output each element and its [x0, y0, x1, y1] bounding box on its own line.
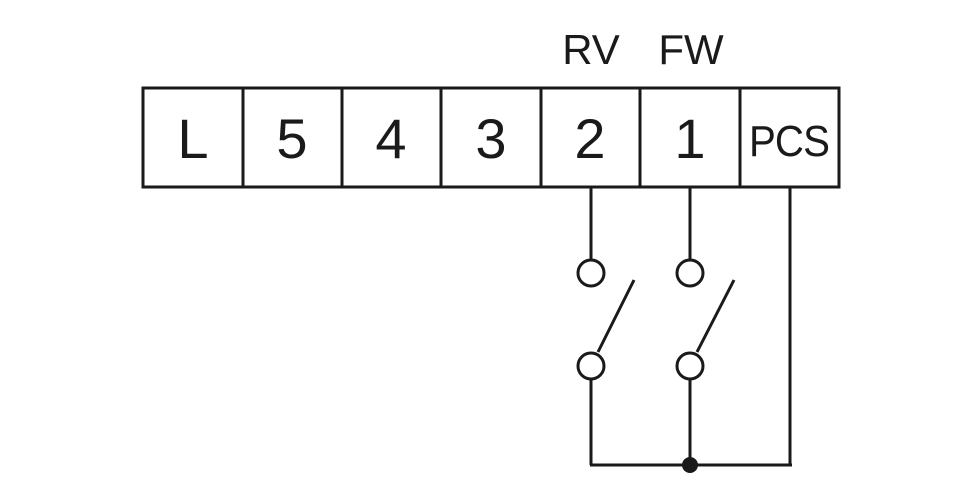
- terminal-label-pcs: PCS: [749, 117, 829, 166]
- terminal-block: L 5 4 3 2 1 PCS: [141, 86, 841, 189]
- terminal-label-l: L: [177, 107, 208, 170]
- terminal-label-3: 3: [475, 107, 506, 170]
- fw-switch-blade: [695, 279, 736, 353]
- rv-label: RV: [562, 26, 620, 73]
- terminal-box-4: [340, 86, 443, 189]
- terminal-box-1: [638, 86, 742, 189]
- rv-upper-contact: [576, 258, 606, 288]
- fw-switch: [675, 187, 736, 465]
- junction-dot: [682, 457, 698, 473]
- terminal-box-5: [241, 86, 344, 189]
- terminal-label-5: 5: [276, 107, 307, 170]
- terminal-label-2: 2: [574, 107, 605, 170]
- rv-switch: [576, 187, 636, 465]
- fw-lower-contact: [675, 351, 705, 381]
- terminal-label-1: 1: [674, 107, 705, 170]
- rv-lower-contact: [576, 351, 606, 381]
- fw-upper-contact: [675, 258, 705, 288]
- fw-label: FW: [658, 26, 724, 73]
- terminal-label-4: 4: [375, 107, 406, 170]
- rv-switch-blade: [596, 279, 636, 353]
- terminal-box-l: [141, 86, 245, 189]
